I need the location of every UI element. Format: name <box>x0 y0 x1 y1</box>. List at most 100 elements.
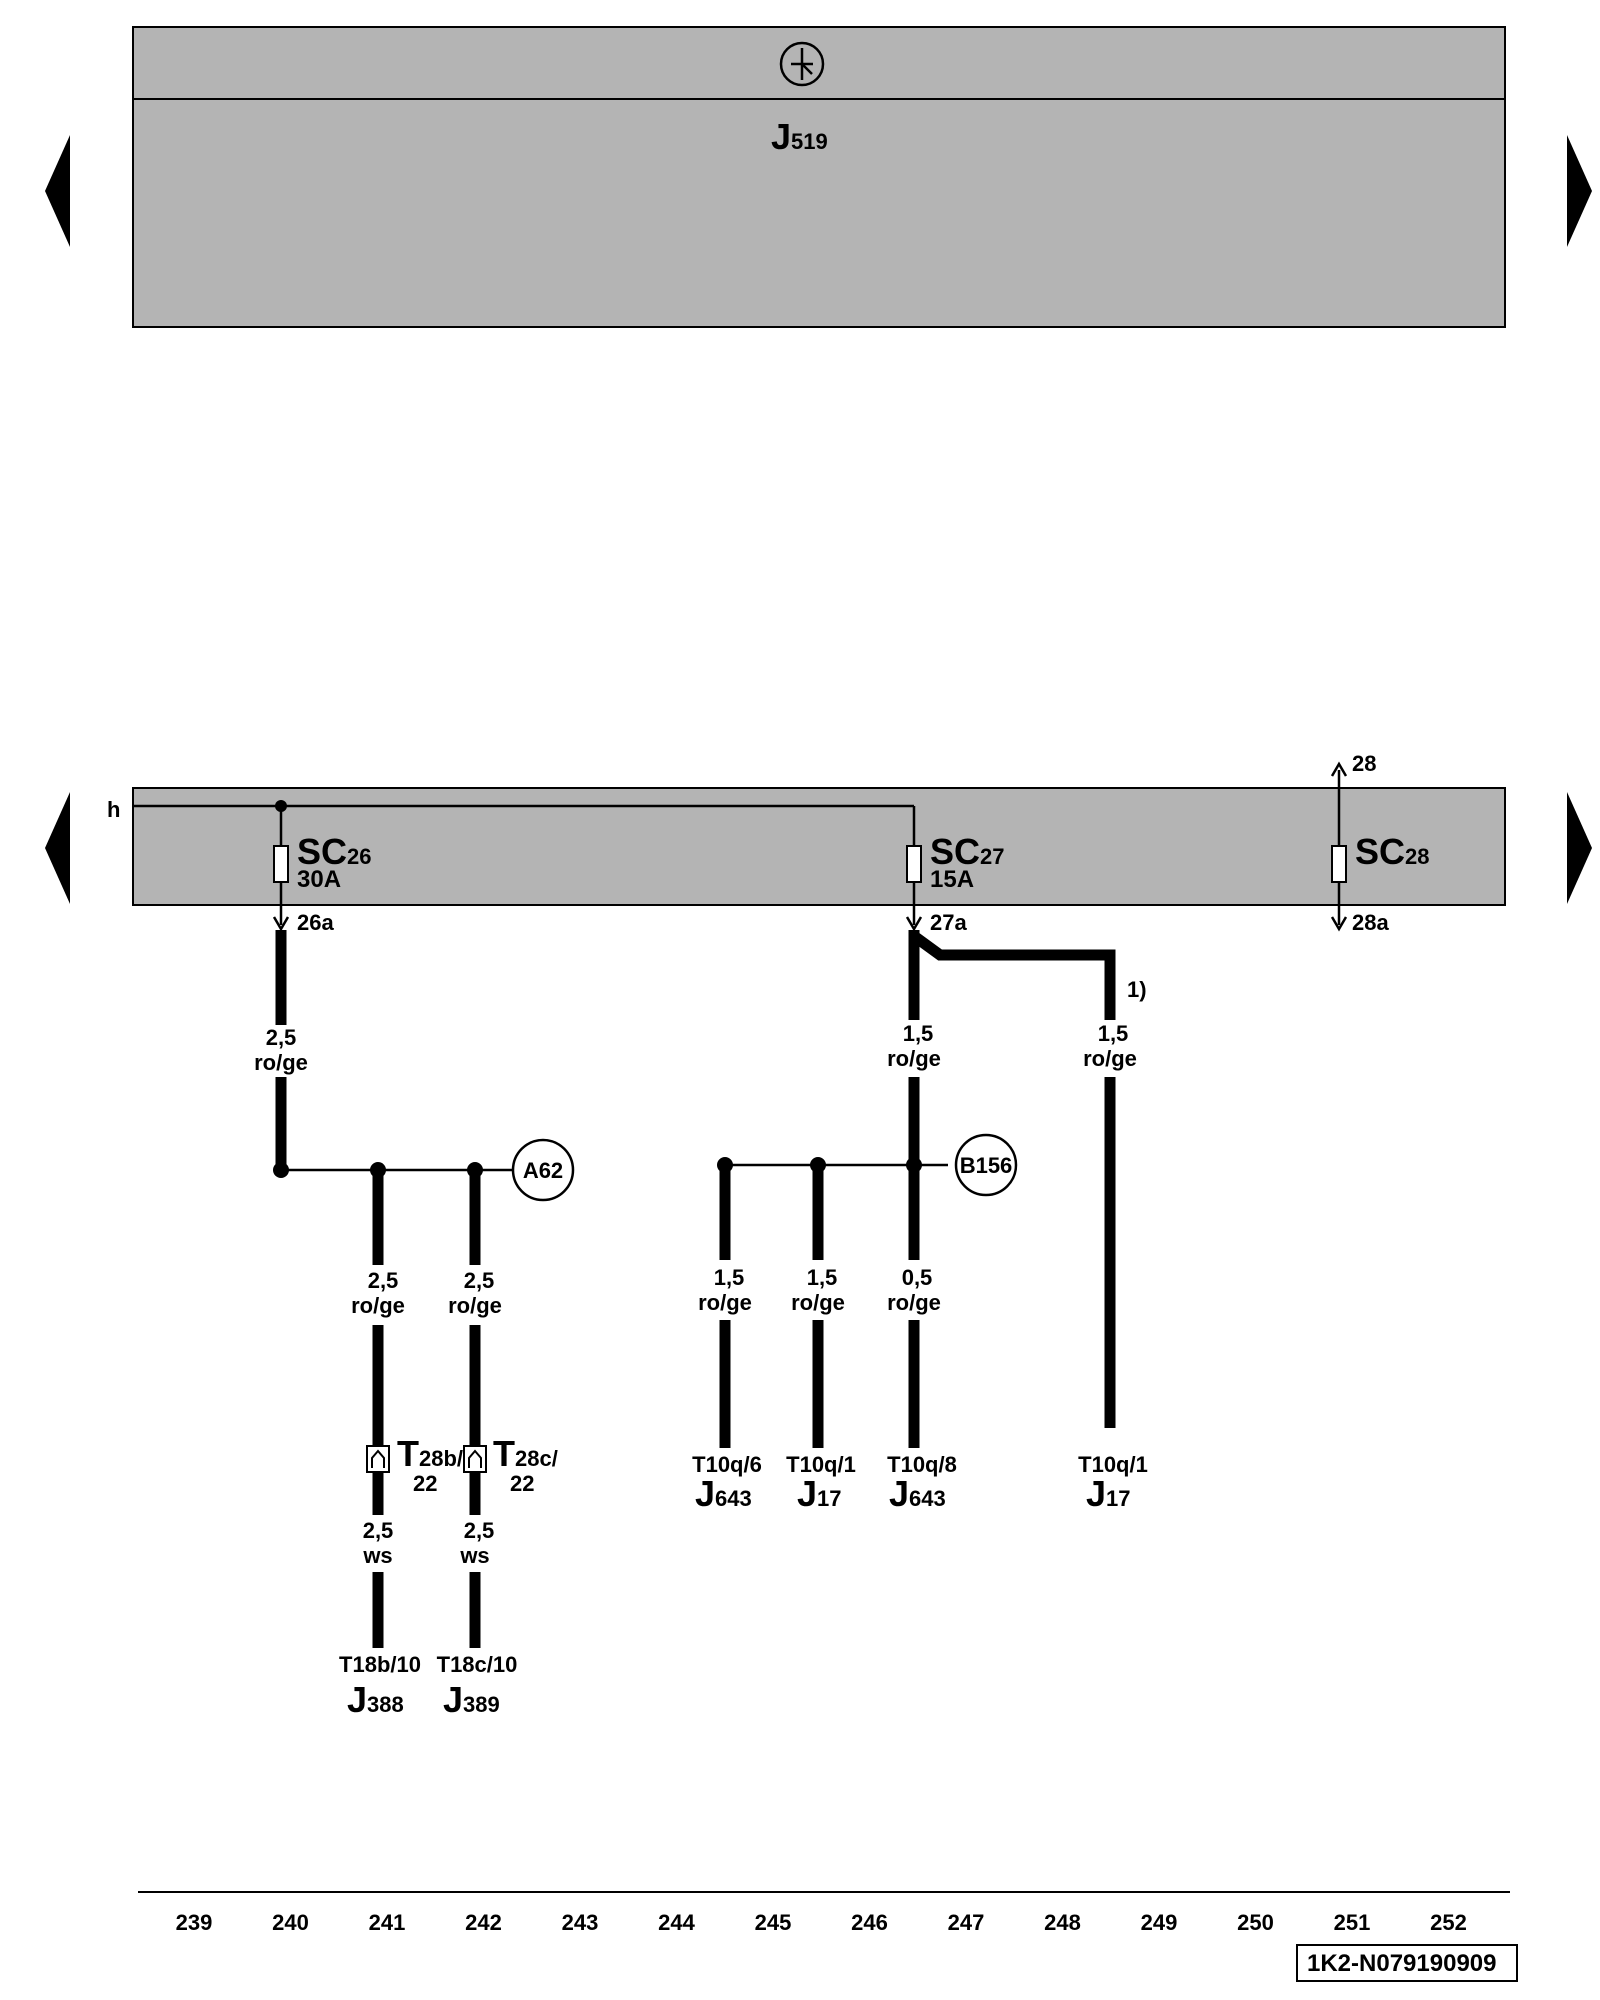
track-number: 243 <box>562 1910 599 1935</box>
wire-label-size: 1,5 <box>807 1265 838 1290</box>
note-label: 1) <box>1127 977 1147 1002</box>
connector-t28c-name: T <box>493 1433 515 1474</box>
connector-arrow-icon <box>468 1449 482 1468</box>
wire-label-color: ws <box>362 1543 392 1568</box>
terminal-pin: T10q/1 <box>1078 1452 1148 1477</box>
junction-dot <box>273 1162 289 1178</box>
terminal-j17-left-comp: J <box>797 1473 817 1514</box>
ground-connection-icon <box>779 41 825 87</box>
terminal-j17-right-comp: J <box>1086 1473 1106 1514</box>
terminal-j388-sub: 388 <box>367 1692 404 1717</box>
doc-id: 1K2-N079190909 <box>1307 1950 1496 1977</box>
fuse-sc26-output: 26a <box>297 910 334 935</box>
fuse-sc26-label: SC26 <box>297 831 372 872</box>
fuse-sc28-output: 28a <box>1352 910 1389 935</box>
fuse-sc27-rating: 15A <box>930 866 974 893</box>
terminal-pin: T10q/1 <box>786 1452 856 1477</box>
fuse-sc28-arrow-icon <box>1330 916 1348 932</box>
fuse-sc28-label: SC28 <box>1355 831 1430 872</box>
terminal-pin: T18b/10 <box>339 1652 421 1677</box>
terminal-pin: T18c/10 <box>437 1652 518 1677</box>
connector-t28c-pin: 22 <box>510 1471 534 1496</box>
terminal-j389-comp: J <box>443 1679 463 1720</box>
wire-label-size: 2,5 <box>464 1518 495 1543</box>
terminal-pin: T10q/8 <box>887 1452 957 1477</box>
terminal-j643-a-comp: J <box>695 1473 715 1514</box>
track-number: 252 <box>1430 1910 1467 1935</box>
fuse-sc27-label: SC27 <box>930 831 1005 872</box>
wire-label-color: ro/ge <box>887 1046 941 1071</box>
track-number: 241 <box>369 1910 406 1935</box>
prev-page-arrow-icon[interactable] <box>45 135 70 247</box>
terminal-j389-sub: 389 <box>463 1692 500 1717</box>
splice-a62-circle <box>511 1138 575 1202</box>
fuse-sc26-name: SC <box>297 831 347 872</box>
wire-label-size: 1,5 <box>714 1265 745 1290</box>
fuse-sc27-arrow-icon <box>905 916 923 932</box>
track-number: 239 <box>176 1910 213 1935</box>
terminal-j389: J389 <box>443 1679 500 1720</box>
prev-page-arrow-icon-lower[interactable] <box>45 792 70 904</box>
wire-label-size: 2,5 <box>363 1518 394 1543</box>
terminal-j643-a-sub: 643 <box>715 1486 752 1511</box>
fuse-sc27-icon <box>906 845 922 883</box>
next-page-arrow-icon[interactable] <box>1567 135 1592 247</box>
fuse-sc26-icon <box>273 845 289 883</box>
terminal-j17-right: J17 <box>1086 1473 1131 1514</box>
wire-label-color: ro/ge <box>351 1293 405 1318</box>
wire-label-color: ro/ge <box>698 1290 752 1315</box>
wire-label-color: ro/ge <box>254 1050 308 1075</box>
connector-t28b-name: T <box>397 1433 419 1474</box>
wire-label-color: ws <box>459 1543 489 1568</box>
connector-t28b-sub: 28b/ <box>419 1446 463 1471</box>
terminal-j643-b: J643 <box>889 1473 946 1514</box>
terminal-j17-right-sub: 17 <box>1106 1486 1130 1511</box>
wire-label-size: 0,5 <box>902 1265 933 1290</box>
terminal-j388: J388 <box>347 1679 404 1720</box>
wire-label-color: ro/ge <box>1083 1046 1137 1071</box>
track-number: 246 <box>851 1910 888 1935</box>
wire-label-size: 2,5 <box>464 1268 495 1293</box>
control-unit-sub: 519 <box>791 129 828 154</box>
track-number: 247 <box>948 1910 985 1935</box>
track-number: 240 <box>272 1910 309 1935</box>
fuse-sc26-rating: 30A <box>297 866 341 893</box>
connector-t28c-label: T28c/ <box>493 1433 558 1474</box>
bus-junction-dot <box>275 800 287 812</box>
fuse-sc26-num: 26 <box>347 844 371 869</box>
connector-t28b-pin: 22 <box>413 1471 437 1496</box>
fuse-holder-sc <box>132 787 1506 906</box>
fuse-sc27-num: 27 <box>980 844 1004 869</box>
terminal-j643-a: J643 <box>695 1473 752 1514</box>
doc-id-box <box>1296 1944 1518 1982</box>
wire-27a-branch <box>910 931 1116 980</box>
fuse-sc28-top-arrow-icon <box>1330 761 1348 777</box>
track-number: 242 <box>465 1910 502 1935</box>
control-unit-id: J <box>771 116 791 157</box>
terminal-j643-b-sub: 643 <box>909 1486 946 1511</box>
splice-b156-circle <box>954 1133 1018 1197</box>
fuse-sc28-top: 28 <box>1352 751 1376 776</box>
track-number: 245 <box>755 1910 792 1935</box>
fuse-sc26-arrow-icon <box>272 916 290 932</box>
connector-t28c-sub: 28c/ <box>515 1446 558 1471</box>
splice-a62-label: A62 <box>523 1158 563 1183</box>
wire-label-color: ro/ge <box>448 1293 502 1318</box>
terminal-j17-left-sub: 17 <box>817 1486 841 1511</box>
track-number: 250 <box>1237 1910 1274 1935</box>
terminal-j17-left: J17 <box>797 1473 842 1514</box>
track-number: 244 <box>658 1910 695 1935</box>
fuse-sc28-num: 28 <box>1405 844 1429 869</box>
terminal-j643-b-comp: J <box>889 1473 909 1514</box>
control-unit-label: J519 <box>771 116 828 157</box>
bus-label: h <box>107 797 120 822</box>
fuse-sc28-name: SC <box>1355 831 1405 872</box>
next-page-arrow-icon-lower[interactable] <box>1567 792 1592 904</box>
fuse-sc27-name: SC <box>930 831 980 872</box>
terminal-j388-comp: J <box>347 1679 367 1720</box>
wire-label-color: ro/ge <box>791 1290 845 1315</box>
wire-label-size: 2,5 <box>266 1025 297 1050</box>
fuse-sc28-icon <box>1331 845 1347 883</box>
